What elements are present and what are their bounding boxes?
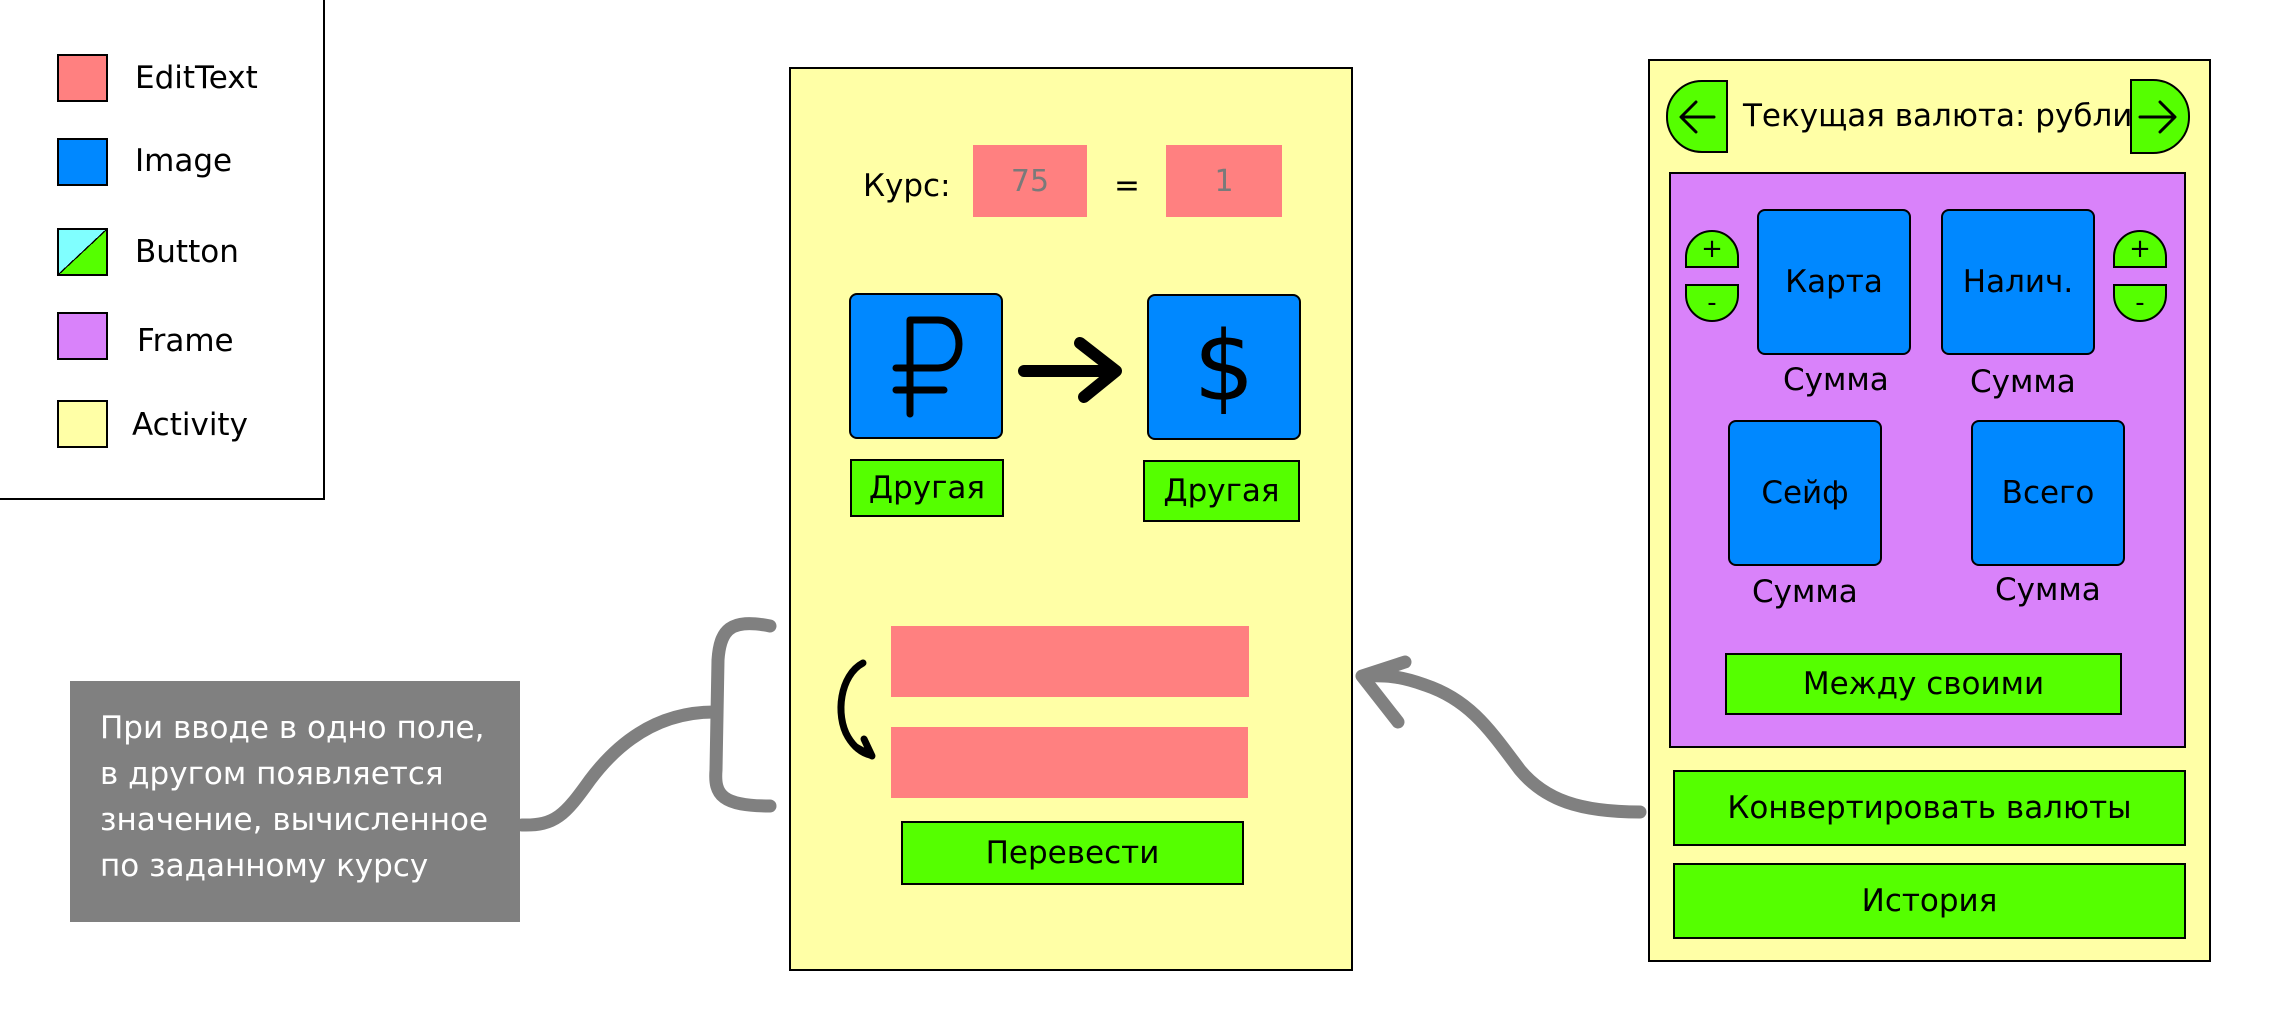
- convert-currencies-button[interactable]: Конвертировать валюты: [1673, 770, 2186, 846]
- card-tile-label: Карта: [1785, 264, 1883, 300]
- bracket-stroke: [709, 617, 777, 813]
- card-tile[interactable]: Карта: [1757, 209, 1911, 355]
- dollar-icon[interactable]: $: [1147, 294, 1301, 440]
- arrow-left-icon: [1679, 100, 1716, 134]
- note-line: по заданному курсу: [100, 848, 429, 884]
- ruble-icon[interactable]: [849, 293, 1003, 439]
- total-tile[interactable]: Всего: [1971, 420, 2125, 566]
- activity-arrowhead-stroke: [1355, 655, 1412, 729]
- legend-swatch-frame: [57, 312, 108, 360]
- translate-button[interactable]: Перевести: [901, 821, 1244, 885]
- explanation-note: При вводе в одно поле, в другом появляет…: [70, 681, 520, 922]
- card-plus-button[interactable]: +: [1685, 230, 1739, 268]
- equals-sign: =: [1114, 168, 1140, 204]
- note-line: При вводе в одно поле,: [100, 710, 485, 746]
- between-own-button[interactable]: Между своими: [1725, 653, 2122, 715]
- prev-currency-button[interactable]: [1666, 80, 1728, 153]
- cash-tile[interactable]: Налич.: [1941, 209, 2095, 355]
- legend-swatch-image: [57, 138, 108, 186]
- arrow-right-icon: [2138, 100, 2177, 134]
- amount-field-bottom[interactable]: [891, 727, 1248, 798]
- dollar-glyph: $: [1193, 311, 1255, 423]
- other-currency-left-button[interactable]: Другая: [850, 459, 1004, 517]
- amount-field-top[interactable]: [891, 626, 1249, 697]
- legend: EditText Image Button Frame Activity: [0, 0, 325, 500]
- legend-swatch-button: [57, 228, 108, 276]
- cash-tile-label: Налич.: [1962, 264, 2074, 300]
- current-currency-title: Текущая валюта: рубли: [1743, 98, 2133, 134]
- legend-label-image: Image: [135, 143, 233, 179]
- cash-sum-caption: Сумма: [1970, 364, 2076, 400]
- rate-from-field[interactable]: 75: [973, 145, 1087, 217]
- total-sum-caption: Сумма: [1995, 572, 2101, 608]
- legend-label-frame: Frame: [137, 323, 234, 359]
- note-line: в другом появляется: [100, 756, 444, 792]
- safe-tile-label: Сейф: [1761, 475, 1849, 511]
- legend-swatch-activity: [57, 400, 108, 448]
- card-sum-caption: Сумма: [1783, 362, 1889, 398]
- next-currency-button[interactable]: [2130, 79, 2190, 154]
- activity-arrow-stroke: [1358, 669, 1647, 819]
- safe-tile[interactable]: Сейф: [1728, 420, 1882, 566]
- other-currency-right-button[interactable]: Другая: [1143, 460, 1300, 522]
- ruble-glyph: [892, 316, 963, 418]
- total-tile-label: Всего: [2001, 475, 2095, 511]
- cash-plus-button[interactable]: +: [2113, 230, 2167, 268]
- legend-label-activity: Activity: [132, 407, 248, 443]
- note-connector-stroke: [515, 705, 721, 832]
- legend-label-button: Button: [135, 234, 239, 270]
- swap-curve-arrow: [837, 659, 876, 760]
- legend-swatch-edittext: [57, 54, 108, 102]
- legend-label-edittext: EditText: [135, 60, 258, 96]
- direction-arrow: [1018, 337, 1122, 403]
- history-button[interactable]: История: [1673, 863, 2186, 939]
- note-line: значение, вычисленное: [100, 802, 489, 838]
- rate-label: Курс:: [863, 168, 951, 204]
- safe-sum-caption: Сумма: [1752, 574, 1858, 610]
- rate-to-field[interactable]: 1: [1166, 145, 1282, 217]
